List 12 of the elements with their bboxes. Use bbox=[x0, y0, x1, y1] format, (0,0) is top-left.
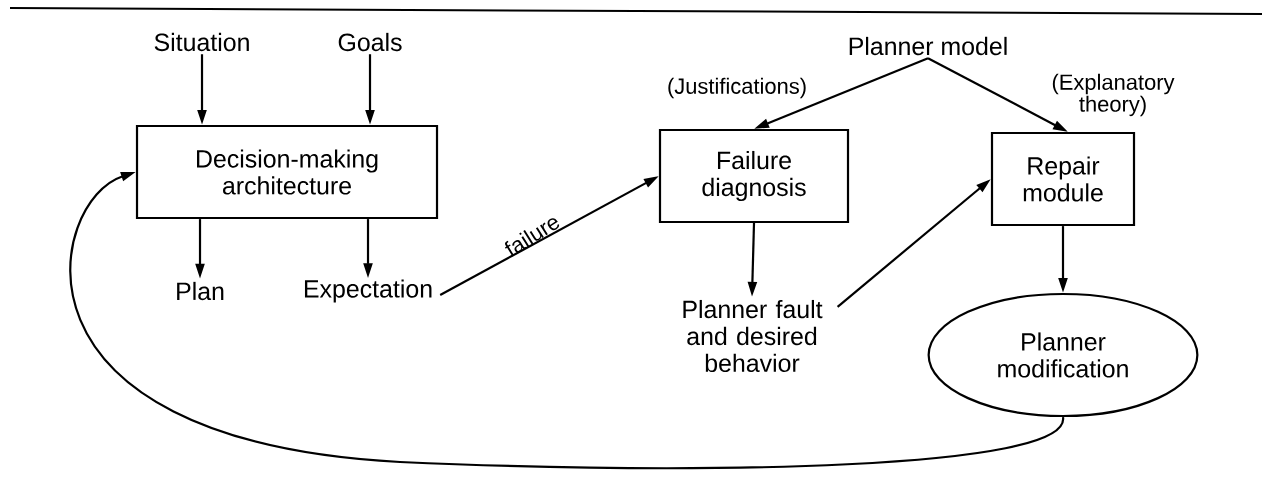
text-label: Planner fault and desired behavior bbox=[683, 299, 823, 373]
text-label: Plan bbox=[177, 281, 224, 301]
edge-label: (Explanatory theory) bbox=[1052, 73, 1175, 117]
text-label: Planner model bbox=[849, 36, 1007, 56]
process-box: Failure diagnosis bbox=[658, 128, 850, 224]
process-box: Repair module bbox=[990, 131, 1136, 227]
text-label: Situation bbox=[154, 32, 249, 52]
edge-label: (Justifications) bbox=[668, 77, 806, 99]
text-label: Goals bbox=[338, 32, 402, 52]
process-box: Decision-making architecture bbox=[135, 124, 439, 220]
text-label: Expectation bbox=[305, 279, 432, 303]
arrow bbox=[69, 172, 1064, 469]
